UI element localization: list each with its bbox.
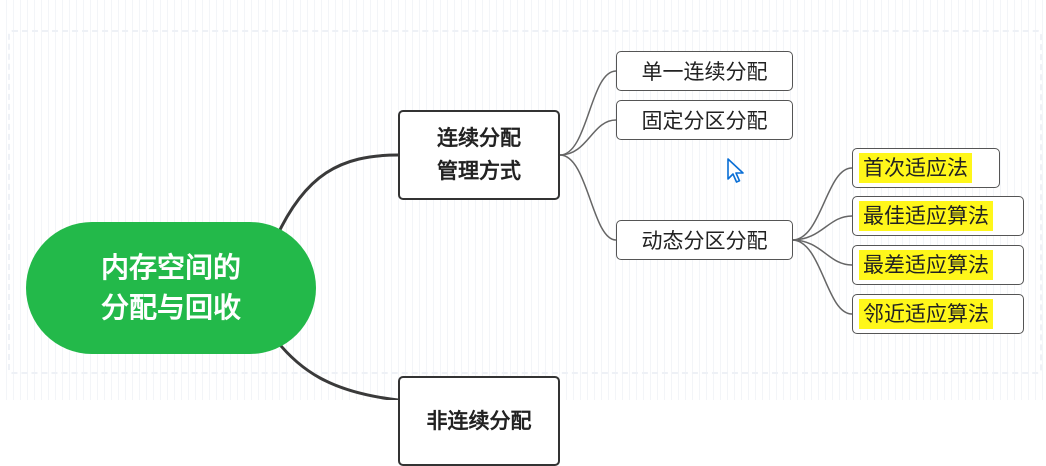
leaf-next-fit[interactable]: 邻近适应算法 xyxy=(852,294,1024,334)
leaf-label: 最差适应算法 xyxy=(859,250,993,280)
connector-branch-1-to-sub-1 xyxy=(559,70,617,156)
subtopic-single-continuous[interactable]: 单一连续分配 xyxy=(616,51,793,91)
leaf-label: 最佳适应算法 xyxy=(859,201,993,231)
subtopic-fixed-partition[interactable]: 固定分区分配 xyxy=(616,100,793,140)
connector-sub-3-to-leaf-1 xyxy=(791,167,853,241)
mouse-pointer-icon xyxy=(727,158,744,183)
connector-sub-3-to-leaf-4 xyxy=(791,239,853,315)
leaf-worst-fit[interactable]: 最差适应算法 xyxy=(852,245,1024,285)
connector-branch-1-to-sub-3 xyxy=(559,154,617,241)
leaf-first-fit[interactable]: 首次适应法 xyxy=(852,148,1000,188)
subtopic-dynamic-partition[interactable]: 动态分区分配 xyxy=(616,220,793,260)
connector-root-to-branch-2 xyxy=(274,339,399,400)
leaf-label: 邻近适应算法 xyxy=(859,299,993,329)
root-topic[interactable]: 内存空间的 分配与回收 xyxy=(26,222,316,354)
canvas-frame xyxy=(8,30,1042,374)
leaf-best-fit[interactable]: 最佳适应算法 xyxy=(852,196,1024,236)
connector-lines xyxy=(274,70,853,400)
branch-topic-continuous-allocation[interactable]: 连续分配 管理方式 xyxy=(398,110,560,200)
connector-branch-1-to-sub-2 xyxy=(559,119,617,156)
connector-sub-3-to-leaf-2 xyxy=(791,215,853,241)
branch-topic-non-continuous-allocation[interactable]: 非连续分配 xyxy=(398,376,560,466)
connector-root-to-branch-1 xyxy=(274,153,399,239)
connector-sub-3-to-leaf-3 xyxy=(791,239,853,266)
leaf-label: 首次适应法 xyxy=(859,153,972,183)
